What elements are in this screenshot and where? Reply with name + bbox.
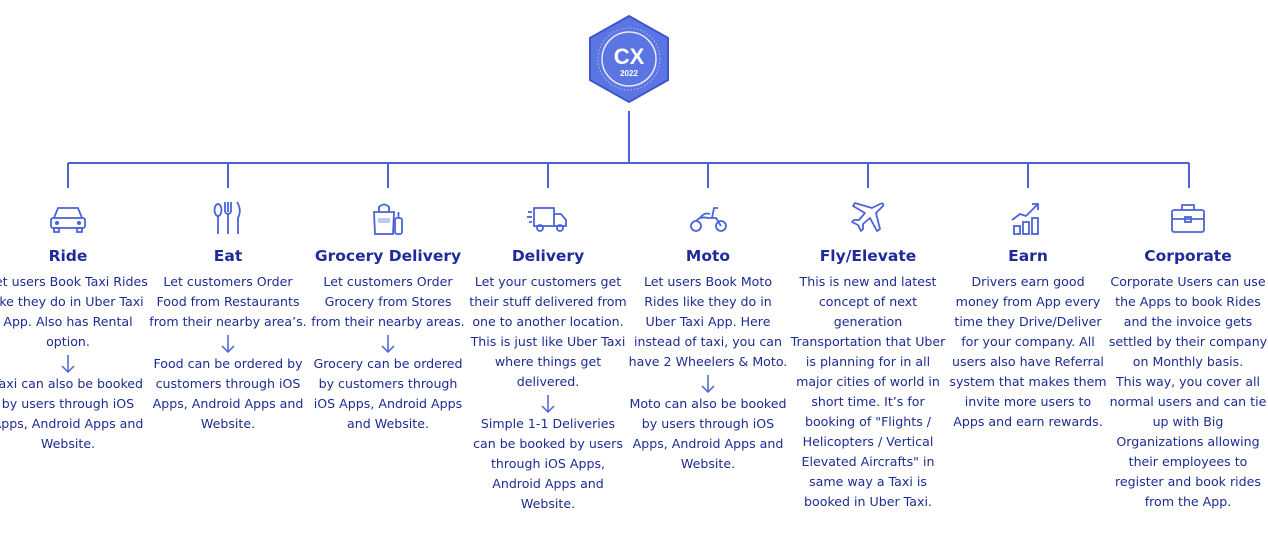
down-arrow-icon (221, 335, 235, 354)
column-delivery: Delivery Let your customers get their st… (468, 196, 628, 514)
tree-connectors (67, 111, 1190, 188)
column-text: Let customers Order Food from Restaurant… (149, 274, 307, 329)
column-subtext: Food can be ordered by customers through… (152, 356, 304, 431)
cx-2022-badge: CX 2022 (584, 14, 674, 104)
column-grocery-delivery: Grocery Delivery Let customers Order Gro… (308, 196, 468, 434)
cutlery-icon (213, 201, 241, 234)
column-title: Corporate (1144, 247, 1232, 265)
column-title: Moto (685, 247, 731, 265)
grocery-bag-icon (373, 203, 403, 235)
column-title: Earn (1008, 247, 1048, 265)
column-subtext: Simple 1-1 Deliveries can be booked by u… (473, 416, 623, 511)
column-corporate: Corporate Corporate Users can use the Ap… (1108, 196, 1268, 512)
delivery-truck-icon (527, 207, 567, 232)
column-title: Grocery Delivery (314, 247, 462, 265)
column-title: Delivery (511, 247, 585, 265)
column-title: Ride (48, 247, 88, 265)
badge-year: 2022 (620, 69, 638, 78)
down-arrow-icon (61, 355, 75, 374)
down-arrow-icon (701, 375, 715, 394)
column-text: Corporate Users can use the Apps to book… (1108, 274, 1268, 369)
column-subtext: Moto can also be booked by users through… (629, 396, 787, 471)
column-title: Fly/Elevate (819, 247, 917, 265)
column-moto: Moto Let users Book Moto Rides like they… (628, 196, 788, 474)
scooter-icon (690, 207, 727, 232)
column-eat: Eat Let customers Order Food from Restau… (148, 196, 308, 434)
column-text: This is new and latest concept of next g… (790, 274, 946, 509)
column-text: Let customers Order Grocery from Stores … (311, 274, 465, 329)
column-text: Let users Book Moto Rides like they do i… (628, 274, 788, 369)
column-subtext: Grocery can be ordered by customers thro… (313, 356, 463, 431)
column-subtext: Taxi can also be booked by users through… (0, 376, 144, 451)
column-ride: Ride Let users Book Taxi Rides like they… (0, 196, 148, 454)
hexagon-badge-icon: CX 2022 (589, 14, 669, 104)
column-text: Let users Book Taxi Rides like they do i… (0, 274, 148, 349)
briefcase-icon (1171, 204, 1205, 233)
column-text: Let your customers get their stuff deliv… (469, 274, 627, 389)
down-arrow-icon (541, 395, 555, 414)
column-subtext: This way, you cover all normal users and… (1109, 374, 1267, 509)
earnings-chart-icon (1011, 203, 1039, 235)
column-title: Eat (213, 247, 243, 265)
column-fly-elevate: Fly/Elevate This is new and latest conce… (788, 196, 948, 512)
car-icon (50, 207, 86, 233)
airplane-icon (851, 202, 885, 232)
column-earn: Earn Drivers earn good money from App ev… (948, 196, 1108, 432)
badge-title: CX (614, 44, 645, 69)
down-arrow-icon (381, 335, 395, 354)
column-text: Drivers earn good money from App every t… (949, 274, 1107, 429)
